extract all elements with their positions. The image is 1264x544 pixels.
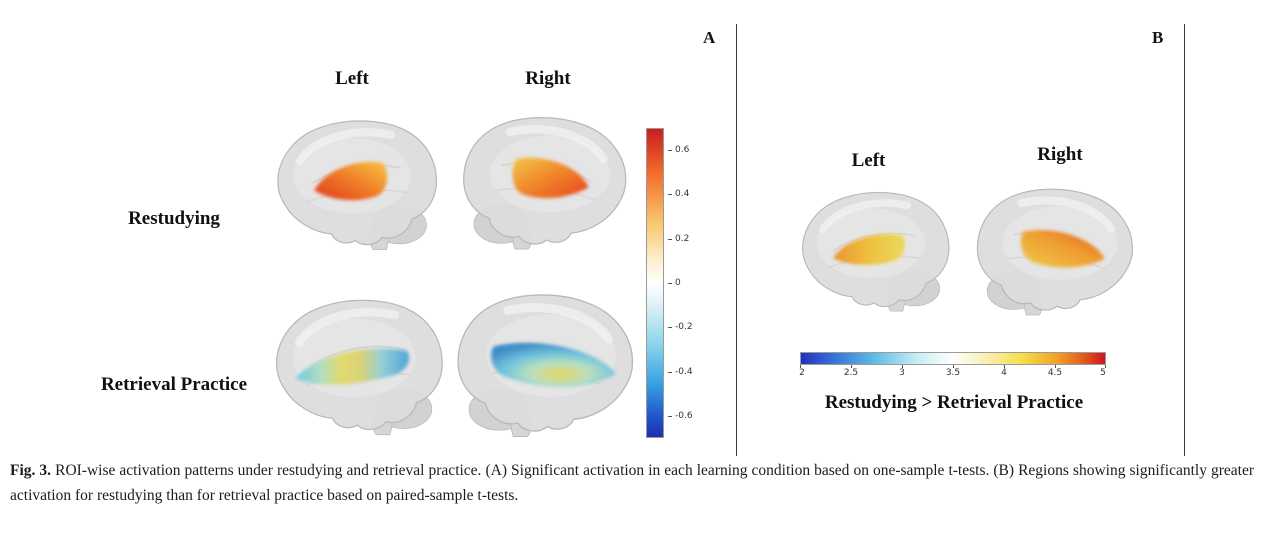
figure-caption: Fig. 3. ROI-wise activation patterns und… (10, 458, 1254, 508)
brain-restudying-left (262, 110, 442, 250)
tick-mark (902, 365, 903, 368)
tick-mark (851, 365, 852, 368)
panel-a-row-label-restudying: Restudying (128, 208, 220, 229)
colorbar-b-tick: 4.5 (1047, 368, 1063, 378)
brain-contrast-right (972, 178, 1148, 316)
tick-mark (1004, 365, 1005, 368)
colorbar-b-tick: 5 (1100, 368, 1106, 378)
colorbar-b (800, 352, 1106, 365)
figure-caption-label: Fig. 3. (10, 462, 52, 479)
colorbar-a-tick: 0 (668, 278, 681, 288)
tick-mark (953, 365, 954, 368)
colorbar-a-ticks: 0.6 0.4 0.2 0 -0.2 -0.4 -0.6 (668, 128, 708, 438)
figure-caption-text: ROI-wise activation patterns under restu… (10, 462, 1255, 505)
colorbar-b-tick: 3.5 (945, 368, 961, 378)
colorbar-b-tick: 3 (899, 368, 905, 378)
colorbar-a-tick: 0.2 (668, 234, 689, 244)
brain-retrieval-right (452, 282, 650, 438)
tick-mark (1105, 365, 1106, 368)
tick-mark (668, 193, 672, 195)
panel-a-col-header-right: Right (525, 68, 571, 89)
panel-b-col-header-left: Left (851, 150, 886, 171)
panel-b-label: B (1152, 28, 1164, 47)
panel-divider (736, 24, 737, 456)
tick-mark (668, 149, 672, 151)
right-border-line (1184, 24, 1185, 456)
tick-mark (1055, 365, 1056, 368)
colorbar-b-tick: 2 (799, 368, 805, 378)
colorbar-b-ticks: 2 2.5 3 3.5 4 4.5 5 (799, 365, 1106, 382)
colorbar-b-tick: 2.5 (843, 368, 859, 378)
panel-b-contrast-caption: Restudying > Retrieval Practice (824, 392, 1084, 413)
colorbar-a (646, 128, 664, 438)
tick-mark (668, 371, 672, 373)
brain-restudying-right (458, 106, 642, 250)
colorbar-b-tick: 4 (1001, 368, 1007, 378)
colorbar-a-tick: 0.6 (668, 145, 689, 155)
tick-mark (668, 238, 672, 240)
colorbar-a-tick: -0.2 (668, 322, 693, 332)
brain-retrieval-left (260, 288, 448, 436)
tick-mark (668, 415, 672, 417)
panel-a-label: A (703, 28, 716, 47)
brain-contrast-left (788, 182, 954, 312)
tick-mark (668, 282, 672, 284)
panel-a-row-label-retrieval: Retrieval Practice (100, 374, 248, 395)
colorbar-a-tick: -0.4 (668, 367, 693, 377)
colorbar-a-tick: -0.6 (668, 411, 693, 421)
panel-b-col-header-right: Right (1037, 144, 1083, 165)
tick-mark (800, 365, 801, 368)
tick-mark (668, 326, 672, 328)
panel-a-col-header-left: Left (335, 68, 369, 89)
colorbar-a-tick: 0.4 (668, 189, 689, 199)
